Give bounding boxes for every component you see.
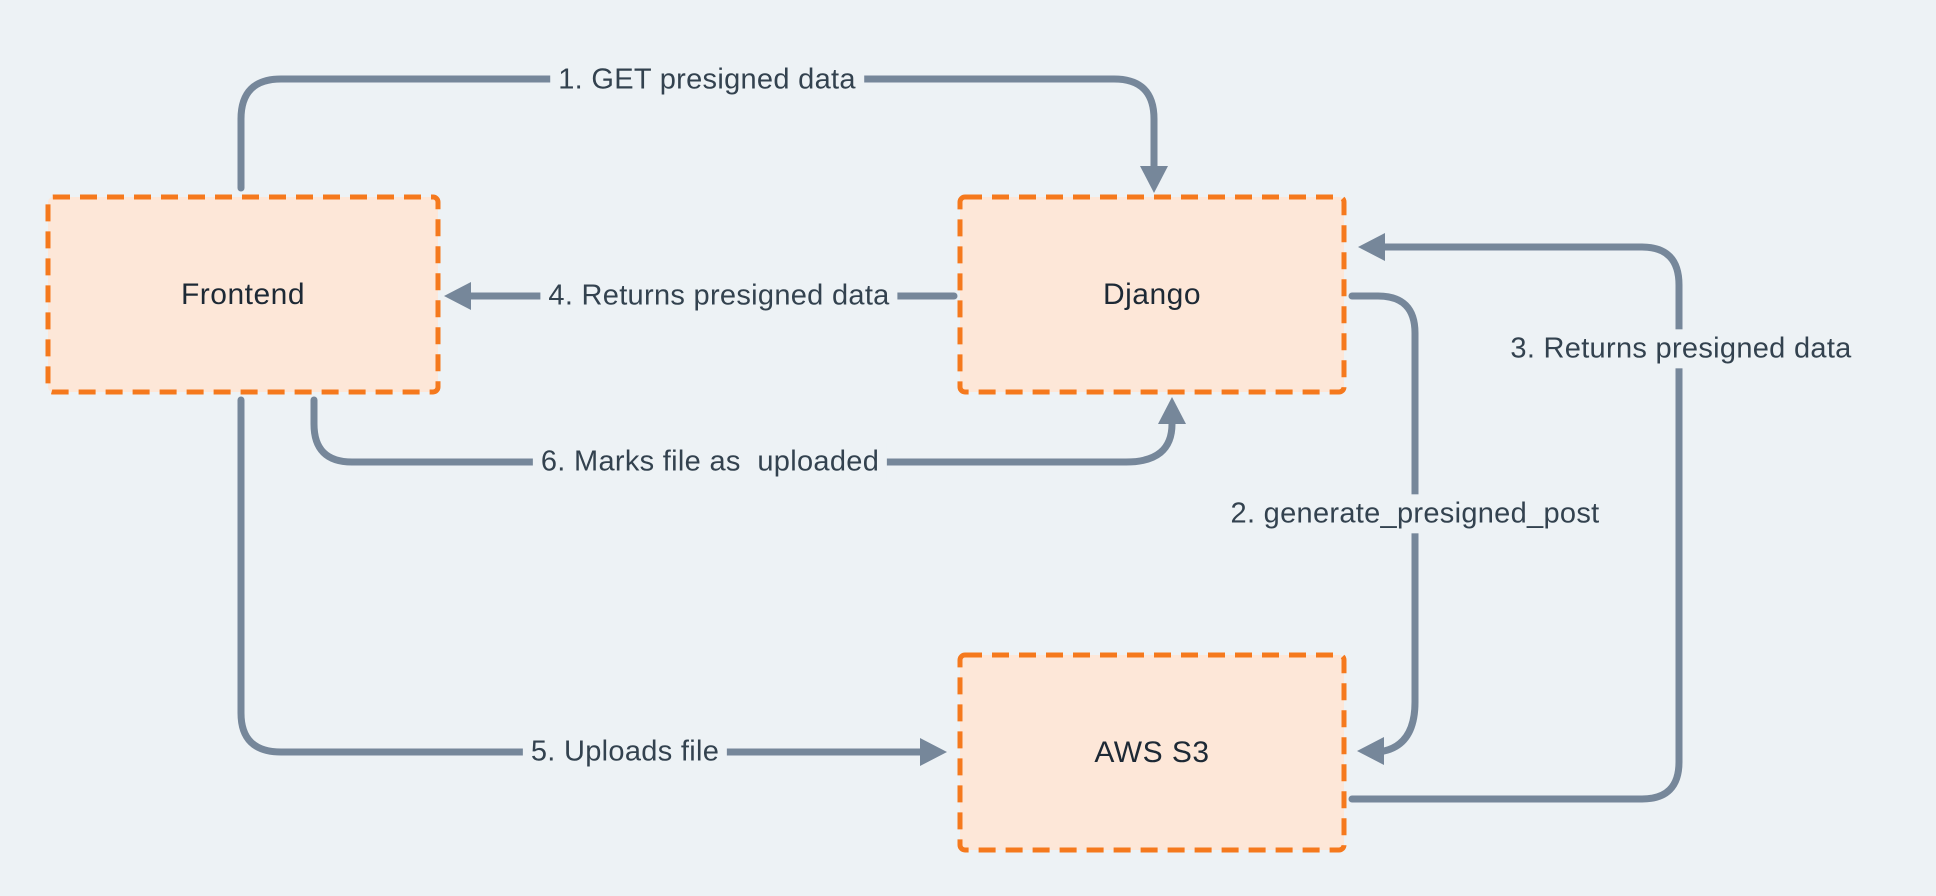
edge-2-path [1348, 292, 1419, 755]
frontend-node-rect [45, 194, 441, 395]
edge-2-label: 2. generate_presigned_post [1222, 494, 1608, 534]
edge-5-path [237, 396, 924, 756]
edge-3-arrowhead-left-icon [1358, 233, 1385, 261]
edge-4-label: 4. Returns presigned data [540, 276, 898, 316]
edge-5-label: 5. Uploads file [522, 732, 728, 772]
edge-1-label: 1. GET presigned data [550, 60, 864, 100]
edge-6-arrowhead-up-icon [1158, 397, 1186, 424]
edge-6-label: 6. Marks file as uploaded [532, 442, 888, 482]
node-frontend: Frontend [48, 197, 438, 392]
node-aws-s3-label: AWS S3 [1094, 735, 1210, 769]
node-frontend-label: Frontend [180, 277, 306, 311]
edge-5-arrowhead-right-icon [920, 738, 947, 766]
edge-3-path [1348, 243, 1683, 803]
edge-2-arrowhead-left-icon [1357, 737, 1384, 765]
edge-4-arrowhead-left-icon [444, 282, 471, 310]
node-django: Django [960, 197, 1344, 392]
edge-1-arrowhead-down-icon [1140, 166, 1168, 193]
node-django-label: Django [1102, 277, 1202, 311]
edge-3-label: 3. Returns presigned data [1502, 329, 1860, 369]
edge-6-path [310, 396, 1176, 466]
aws-s3-node-rect [957, 652, 1347, 853]
django-node-rect [957, 194, 1347, 395]
node-aws-s3: AWS S3 [960, 655, 1344, 850]
